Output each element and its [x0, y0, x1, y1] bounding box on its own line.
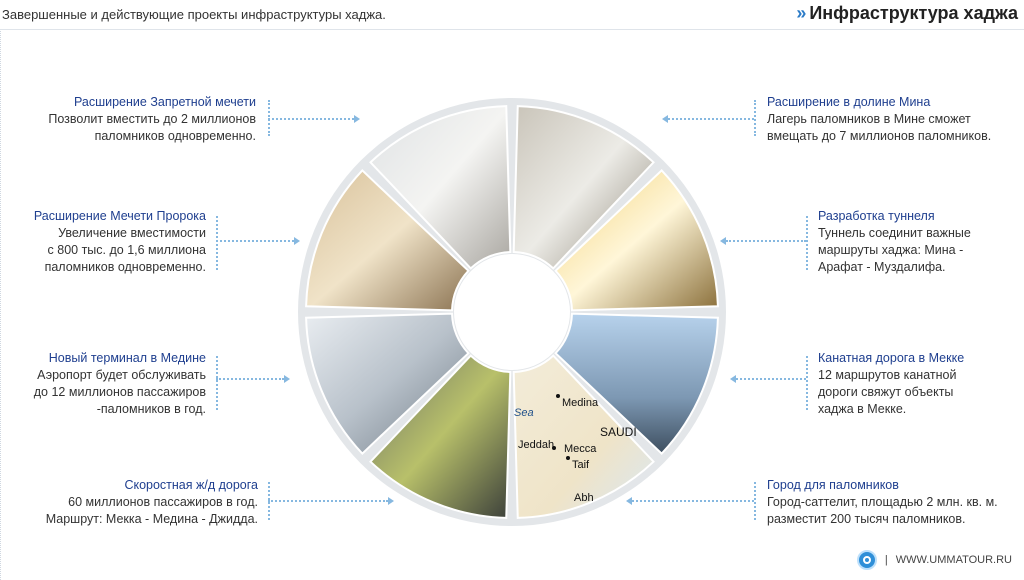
map-city-dot: [552, 446, 556, 450]
arrow-right-icon: [284, 375, 290, 383]
project-high-speed-rail: Скоростная ж/д дорога 60 миллионов пасса…: [45, 478, 258, 526]
connector-line: [216, 240, 294, 242]
map-city-dot: [566, 456, 570, 460]
map-label-mecca: Mecca: [564, 443, 597, 455]
project-wheel: Medina Jeddah Mecca Taif SAUDI Sea Abh: [298, 98, 726, 526]
connector-vertical: [216, 216, 218, 270]
connector-line: [268, 118, 354, 120]
footer-separator: |: [884, 554, 888, 566]
arrow-right-icon: [354, 115, 360, 123]
map-label-taif: Taif: [572, 459, 590, 471]
footer: | WWW.UMMATOUR.RU: [856, 550, 1012, 570]
arrow-left-icon: [662, 115, 668, 123]
project-cable-car: Канатная дорога в Мекке 12 маршрутов кан…: [818, 351, 965, 416]
project-tunnel: Разработка туннеля Туннель соединит важн…: [818, 209, 971, 274]
segment-prophet-mosque: [305, 169, 470, 312]
project-masjid-al-haram: Расширение Запретной мечети Позволит вме…: [48, 95, 256, 143]
segment-railway: [369, 354, 512, 519]
segment-mina-tents: [512, 105, 655, 270]
map-label-country: SAUDI: [600, 425, 637, 439]
connector-vertical: [754, 100, 756, 136]
page-title: » Инфраструктура хаджа: [796, 3, 1018, 24]
connector-vertical: [754, 482, 756, 520]
project-medina-terminal: Новый терминал в Медине Аэропорт будет о…: [33, 351, 206, 416]
map-label-medina: Medina: [562, 397, 599, 409]
arrow-left-icon: [720, 237, 726, 245]
segment-tunnel: [554, 169, 719, 312]
segment-airport-terminal: [305, 312, 470, 455]
map-city-dot: [556, 394, 560, 398]
connector-vertical: [806, 356, 808, 410]
segment-haram-mosque: [369, 105, 512, 270]
ummatour-logo-icon: [856, 550, 877, 570]
connector-line: [632, 500, 754, 502]
wheel-center: [454, 254, 570, 370]
footer-site-link[interactable]: WWW.UMMATOUR.RU: [895, 554, 1012, 566]
segment-cable-car: [554, 312, 719, 455]
map-label-jeddah: Jeddah: [518, 439, 554, 451]
connector-line: [736, 378, 806, 380]
segment-map: [512, 354, 655, 519]
arrow-left-icon: [730, 375, 736, 383]
connector-line: [216, 378, 284, 380]
connector-vertical: [216, 356, 218, 410]
connector-line: [726, 240, 806, 242]
map-label-abha: Abh: [574, 492, 594, 504]
project-mina-expansion: Расширение в долине Мина Лагерь паломник…: [767, 95, 992, 143]
map-label-sea: Sea: [514, 407, 534, 419]
arrow-right-icon: [388, 497, 394, 505]
project-pilgrim-city: Город для паломников Город-саттелит, пло…: [767, 478, 998, 526]
page-title-text: Инфраструктура хаджа: [809, 3, 1018, 23]
double-chevron-right-icon: »: [796, 3, 806, 23]
arrow-left-icon: [626, 497, 632, 505]
connector-vertical: [806, 216, 808, 270]
connector-line: [268, 500, 388, 502]
left-divider: [0, 31, 1, 580]
project-prophet-mosque: Расширение Мечети Пророка Увеличение вме…: [33, 209, 206, 274]
page-subtitle: Завершенные и действующие проекты инфрас…: [2, 7, 386, 22]
header-bar: Завершенные и действующие проекты инфрас…: [0, 0, 1024, 30]
arrow-right-icon: [294, 237, 300, 245]
connector-line: [668, 118, 754, 120]
